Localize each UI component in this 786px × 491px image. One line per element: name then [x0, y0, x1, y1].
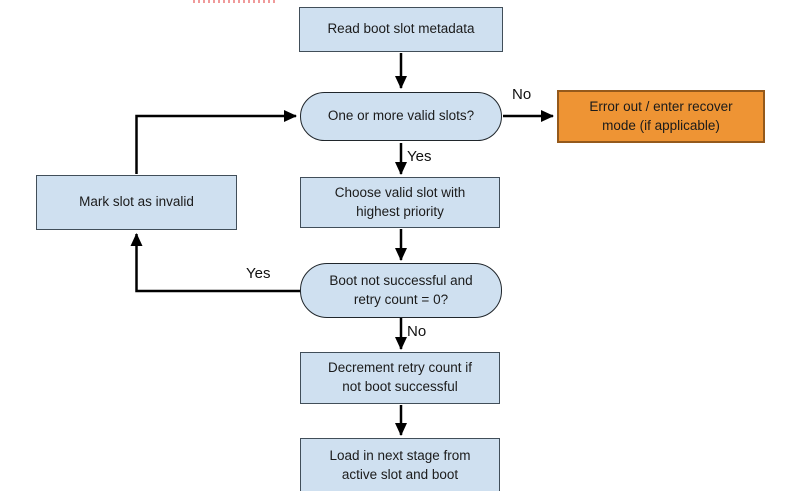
node-one-or-more-valid-slots: One or more valid slots? — [300, 92, 502, 141]
edge-label-yes-to-mark: Yes — [246, 265, 271, 282]
edge-label-no-to-decrement: No — [407, 323, 427, 340]
node-load-next-stage: Load in next stage from active slot and … — [300, 438, 500, 491]
node-boot-not-successful-check: Boot not successful and retry count = 0? — [300, 263, 502, 318]
node-label: Mark slot as invalid — [79, 194, 194, 210]
node-label: Boot not successful and retry count = 0? — [329, 272, 473, 307]
node-label: Decrement retry count if not boot succes… — [327, 360, 473, 394]
arrow-bootcheck-to-markinvalid — [130, 233, 303, 293]
edge-label-no-to-error: No — [512, 86, 532, 103]
node-mark-slot-invalid: Mark slot as invalid — [36, 175, 237, 230]
node-label: Choose valid slot with highest priority — [334, 184, 466, 219]
edge-label-yes-to-choose: Yes — [407, 148, 432, 165]
clipped-red-text-artifact — [193, 0, 277, 3]
node-label: Read boot slot metadata — [327, 21, 475, 37]
node-label: Error out / enter recover mode (if appli… — [589, 98, 733, 133]
arrow-markinvalid-to-validslots — [135, 110, 297, 174]
node-error-out-recover-mode: Error out / enter recover mode (if appli… — [557, 90, 765, 143]
node-choose-valid-slot: Choose valid slot with highest priority — [300, 177, 500, 228]
node-decrement-retry-count: Decrement retry count if not boot succes… — [300, 352, 500, 404]
node-read-boot-slot-metadata: Read boot slot metadata — [299, 7, 503, 52]
node-label: One or more valid slots? — [327, 108, 475, 124]
node-label: Load in next stage from active slot and … — [329, 448, 471, 482]
